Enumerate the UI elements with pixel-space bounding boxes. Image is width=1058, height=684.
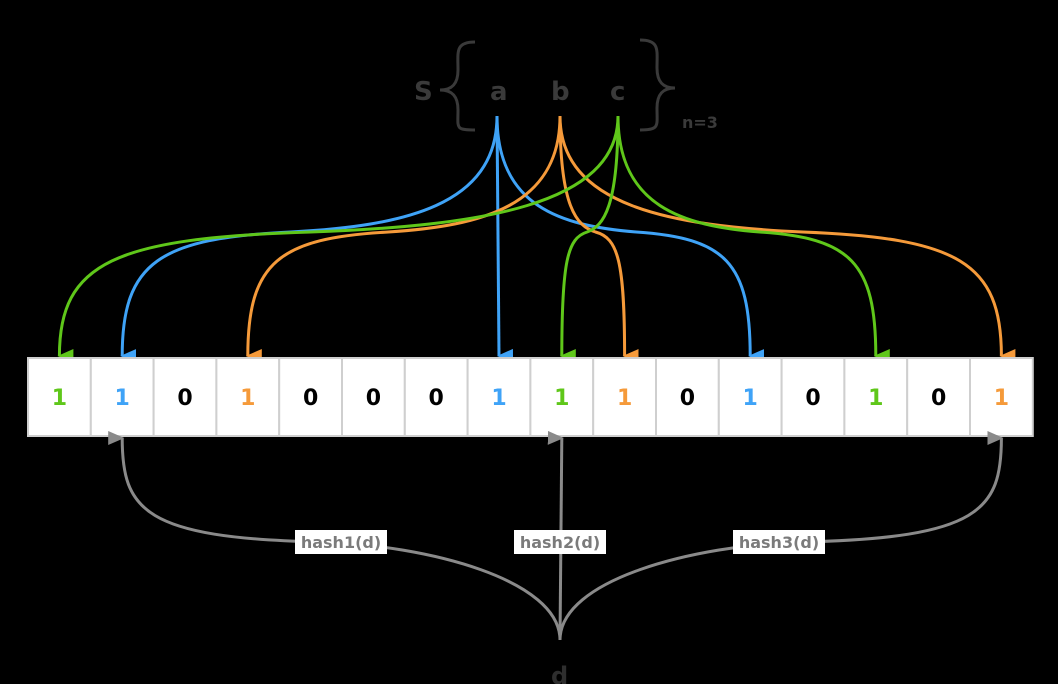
set-group: S a b c n=3 (414, 38, 718, 132)
bit-cell-box (592, 357, 658, 437)
hash-label-bg (733, 530, 825, 554)
bit-cell-box (27, 357, 92, 437)
bit-cell: 1 (969, 357, 1034, 437)
bit-array: 1 1 0 1 0 0 0 1 1 1 0 1 0 1 0 1 (27, 357, 1034, 437)
bit-value: 0 (931, 386, 946, 411)
bit-cell-box (717, 357, 783, 437)
bit-cell: 1 (466, 357, 532, 437)
bit-cell: 1 (529, 357, 595, 437)
element-hash-arrows (57, 115, 1016, 364)
bit-value: 0 (429, 386, 444, 411)
hash-label-bg (514, 530, 606, 554)
bit-cell-box (278, 357, 344, 437)
set-element-a: a (490, 77, 508, 107)
bit-cell-box (780, 357, 846, 437)
arrow-c-to-bit (616, 115, 890, 363)
arrow-b-to-bit (558, 115, 639, 363)
bit-cell-box (215, 357, 281, 437)
arrow-b-to-bit (245, 115, 562, 364)
hash-label-1: hash1(d) (295, 530, 387, 554)
bit-value: 1 (743, 386, 758, 411)
bit-cell: 0 (152, 357, 218, 437)
hash-label-bg (295, 530, 387, 554)
bit-cell-box (843, 357, 909, 437)
bit-cell: 1 (843, 357, 909, 437)
bit-cell: 0 (780, 357, 846, 437)
bit-value: 0 (366, 386, 381, 411)
bit-value: 1 (52, 386, 67, 411)
arrow-a-to-bit (495, 115, 514, 363)
set-element-c: c (610, 77, 625, 107)
bit-cell: 1 (717, 357, 783, 437)
arrow-a-to-bit (495, 115, 765, 363)
hash-label-text: hash3(d) (739, 533, 819, 552)
arrow-b-to-bit (558, 115, 1016, 363)
hash-label-2: hash2(d) (514, 530, 606, 554)
bit-cell-box (341, 357, 406, 437)
bit-cell-box (152, 357, 218, 437)
arrow-a-to-bit (120, 115, 499, 364)
arrow-c-to-bit (559, 115, 620, 364)
bit-cell: 0 (341, 357, 406, 437)
bit-value: 1 (617, 386, 632, 411)
hash-label-text: hash1(d) (301, 533, 381, 552)
bit-cell-box (969, 357, 1034, 437)
right-brace (639, 38, 676, 132)
bit-value: 1 (554, 386, 569, 411)
hash-label-3: hash3(d) (733, 530, 825, 554)
set-count-label: n=3 (682, 113, 718, 132)
bit-cell-box (655, 357, 720, 437)
hash-label-text: hash2(d) (520, 533, 600, 552)
bit-value: 1 (240, 386, 255, 411)
bit-value: 0 (177, 386, 192, 411)
bit-cell: 0 (906, 357, 972, 437)
bit-value: 0 (303, 386, 318, 411)
left-brace (439, 40, 476, 132)
bit-cell-box (529, 357, 595, 437)
bit-cell-box (89, 357, 155, 437)
bit-cell: 0 (403, 357, 469, 437)
arrow-c-to-bit (57, 115, 620, 364)
bit-value: 1 (115, 386, 130, 411)
bit-cell-box (466, 357, 532, 437)
bit-cell: 1 (89, 357, 155, 437)
bit-value: 0 (680, 386, 695, 411)
bit-value: 1 (491, 386, 506, 411)
query-element-label: d (551, 662, 568, 684)
bit-cell: 1 (27, 357, 92, 437)
set-label: S (414, 77, 433, 107)
set-element-b: b (551, 77, 570, 107)
query-hash-arrows: hash1(d) hash2(d) hash3(d) (108, 430, 1004, 641)
bit-cell: 0 (278, 357, 344, 437)
bit-cell: 1 (592, 357, 658, 437)
bit-value: 1 (868, 386, 883, 411)
bit-cell-box (906, 357, 972, 437)
bit-cell: 1 (215, 357, 281, 437)
bit-value: 1 (994, 386, 1009, 411)
bit-cell: 0 (655, 357, 720, 437)
bit-value: 0 (805, 386, 820, 411)
